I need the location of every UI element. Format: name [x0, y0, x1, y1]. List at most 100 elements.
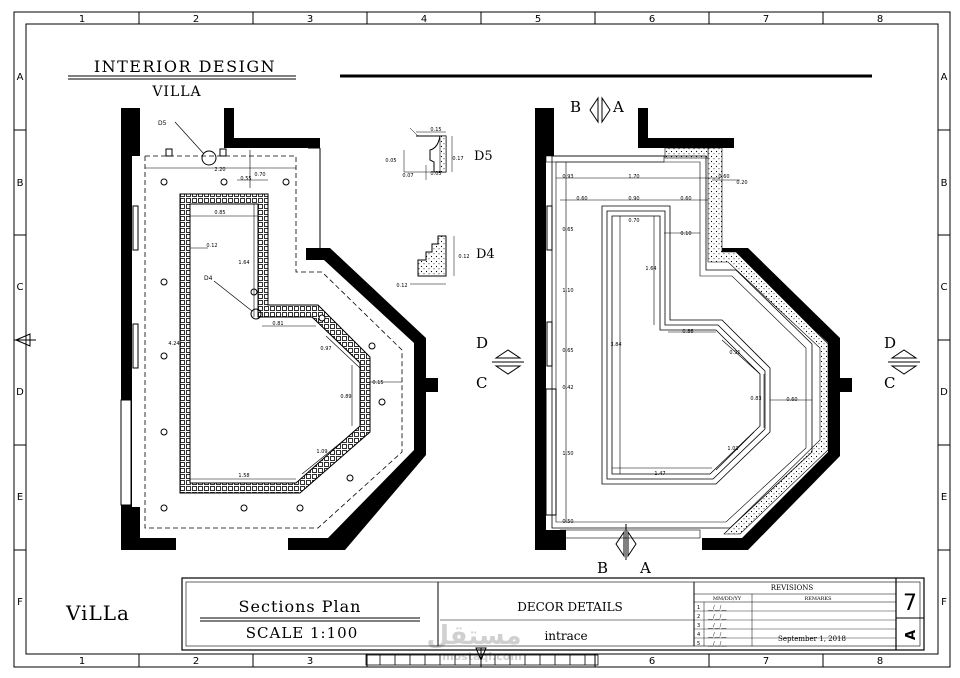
col-label: 7 — [763, 14, 769, 25]
watermark-latin: mostaql.com — [442, 650, 522, 663]
row-label: B — [17, 178, 24, 189]
dim-label: 0.90 — [628, 196, 639, 202]
dim-label: 0.15 — [372, 380, 383, 386]
row-label: D — [16, 387, 24, 398]
col-label: 2 — [193, 656, 199, 667]
dim-label: 0.81 — [272, 321, 283, 327]
right-plan-walls — [535, 108, 852, 550]
section-marker-a: A — [612, 98, 624, 116]
col-label: 1 — [79, 14, 85, 25]
col-label: 2 — [193, 14, 199, 25]
downlights — [160, 178, 386, 512]
dim-label: 0.17 — [452, 156, 463, 162]
header: INTERIOR DESIGN VILLA — [68, 57, 872, 100]
dim-label: 1.10 — [562, 288, 573, 294]
dim-label: 0.12 — [458, 254, 469, 260]
revision-row-number: 4 — [697, 632, 700, 638]
dim-label: 0.05 — [430, 171, 441, 177]
revision-row-date: __/__/__ — [707, 641, 727, 647]
revisions-col-remarks: REMARKS — [804, 596, 832, 602]
dim-label: 1.03 — [727, 446, 738, 452]
left-plan: D5 D4 2.20 0.70 0.55 0.85 0.12 1.64 — [120, 108, 438, 550]
row-label: C — [941, 282, 948, 293]
dim-label: 0.05 — [385, 158, 396, 164]
dim-label: 1.58 — [238, 473, 249, 479]
dim-label: 1.47 — [654, 471, 665, 477]
callout-d4: D4 — [204, 275, 213, 282]
callout-d5: D5 — [158, 120, 167, 127]
section-marker-d-right: D — [884, 334, 896, 352]
dim-label: 0.60 — [786, 397, 797, 403]
dim-label: 0.60 — [680, 196, 691, 202]
title-block: ViLLa Sections Plan SCALE 1:100 DECOR DE… — [65, 577, 925, 651]
dim-label: 0.50 — [562, 519, 573, 525]
dim-label: 0.60 — [576, 196, 587, 202]
dim-label: 0.07 — [402, 173, 413, 179]
sheet-frame: 1 2 3 4 5 6 7 8 1 2 3 6 7 8 A B C D E F … — [13, 11, 951, 668]
dim-label: 0.12 — [206, 243, 217, 249]
left-plan-walls — [120, 108, 438, 550]
dim-label: 2.20 — [214, 167, 225, 173]
brick-cove-outline — [179, 193, 371, 494]
row-label: E — [17, 492, 23, 503]
watermark: مستقل mostaql.com — [426, 621, 521, 663]
drawing-title: INTERIOR DESIGN — [94, 57, 276, 76]
section-marker-a-bottom: A — [639, 559, 651, 577]
revision-row-number: 3 — [697, 623, 700, 629]
revision-row-date: __/__/__ — [707, 632, 727, 638]
dim-label: 0.65 — [562, 348, 573, 354]
dim-label: 0.89 — [340, 394, 351, 400]
row-label: A — [17, 72, 24, 83]
col-label: 4 — [421, 14, 427, 25]
dim-label: 0.97 — [320, 346, 331, 352]
sections-plan-title: Sections Plan — [239, 597, 362, 616]
col-label: 3 — [307, 656, 313, 667]
dim-label: 0.60 — [718, 174, 729, 180]
col-label: 6 — [649, 14, 655, 25]
dim-label: 0.91 — [729, 350, 740, 356]
dim-label: 0.93 — [562, 174, 573, 180]
row-label: D — [940, 387, 948, 398]
col-label: 5 — [535, 14, 541, 25]
revision-row-date: __/__/__ — [707, 605, 727, 611]
section-marker-d: D — [476, 334, 488, 352]
dim-label: 0.10 — [680, 231, 691, 237]
row-label: F — [17, 597, 23, 608]
drawing-date: September 1, 2018 — [778, 635, 846, 643]
dim-label: 3.84 — [610, 342, 621, 348]
revision-row-date: __/__/__ — [707, 614, 727, 620]
detail-d5: 0.15 0.17 0.05 0.07 0.05 D5 — [385, 127, 493, 180]
dim-label: 1.64 — [238, 260, 249, 266]
revisions-header: REVISIONS — [771, 584, 814, 592]
dim-label: 1.09 — [316, 449, 327, 455]
section-marker-c-right: C — [884, 374, 895, 392]
revision-row-number: 1 — [697, 605, 700, 611]
scale-label: SCALE 1:100 — [246, 624, 359, 642]
col-label: 3 — [307, 14, 313, 25]
drawing-subtitle: VILLA — [151, 84, 201, 100]
dim-label: 0.86 — [682, 329, 693, 335]
dim-label: 0.12 — [396, 283, 407, 289]
section-marker-b: B — [570, 98, 581, 116]
row-label: F — [941, 597, 947, 608]
dim-label: 0.65 — [562, 227, 573, 233]
row-label: B — [941, 178, 948, 189]
revision-row-number: 5 — [697, 641, 700, 647]
col-label: 8 — [877, 656, 883, 667]
dim-label: 0.85 — [214, 210, 225, 216]
row-label: C — [17, 282, 24, 293]
sheet-letter: A — [904, 630, 919, 640]
dim-label: 4.24 — [168, 341, 179, 347]
dim-label: 1.70 — [628, 174, 639, 180]
sheet-number: 7 — [903, 591, 917, 616]
dim-label: 0.15 — [430, 127, 441, 133]
row-label: E — [941, 492, 947, 503]
dim-label: 0.55 — [240, 176, 251, 182]
intrace-label: intrace — [544, 629, 587, 643]
detail-label-d4: D4 — [476, 247, 495, 262]
dim-label: 0.70 — [628, 218, 639, 224]
right-plan: 0.93 1.70 0.60 0.20 0.60 0.90 0.60 0.70 … — [535, 108, 852, 550]
project-name: ViLLa — [65, 601, 130, 625]
dim-label: 0.83 — [750, 396, 761, 402]
